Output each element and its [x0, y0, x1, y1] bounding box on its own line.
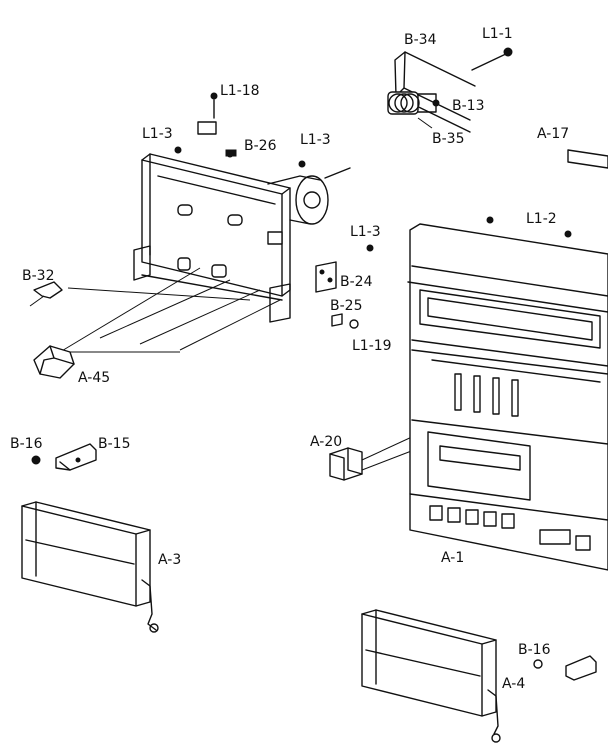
part-a20-knob	[329, 435, 415, 481]
part-a4-door	[361, 609, 597, 743]
label-b15: B-15	[98, 436, 130, 452]
part-a3-door	[21, 501, 159, 633]
part-b24-bracket	[315, 244, 374, 329]
label-b32: B-32	[22, 268, 54, 284]
label-a20: A-20	[310, 434, 342, 450]
part-b32-clip	[29, 281, 63, 307]
label-a17: A-17	[537, 126, 569, 142]
label-a4: A-4	[502, 676, 525, 692]
label-b16-right: B-16	[518, 642, 551, 658]
label-b35: B-35	[432, 131, 464, 147]
label-a1: A-1	[441, 550, 464, 566]
label-b25: B-25	[330, 298, 362, 314]
label-a45: A-45	[78, 370, 110, 386]
part-b15-bracket	[31, 443, 97, 471]
part-pcb-motor-assembly	[59, 92, 351, 353]
part-a1-front-panel	[407, 216, 608, 571]
part-b34-b13-assembly	[387, 47, 513, 133]
label-b34: B-34	[404, 32, 437, 48]
label-l1-3-right: L1-3	[350, 224, 381, 240]
label-b26: B-26	[244, 138, 277, 154]
label-a3: A-3	[158, 552, 181, 568]
label-l1-19: L1-19	[352, 338, 392, 354]
label-l1-18: L1-18	[220, 83, 260, 99]
label-b16-left: B-16	[10, 436, 43, 452]
part-a17	[567, 149, 608, 169]
label-l1-2: L1-2	[526, 211, 557, 227]
label-l1-3-top-left: L1-3	[142, 126, 173, 142]
label-l1-1: L1-1	[482, 26, 513, 42]
label-b24: B-24	[340, 274, 373, 290]
label-l1-3-top-right: L1-3	[300, 132, 331, 148]
label-b13: B-13	[452, 98, 484, 114]
part-a45-connector	[33, 345, 75, 379]
